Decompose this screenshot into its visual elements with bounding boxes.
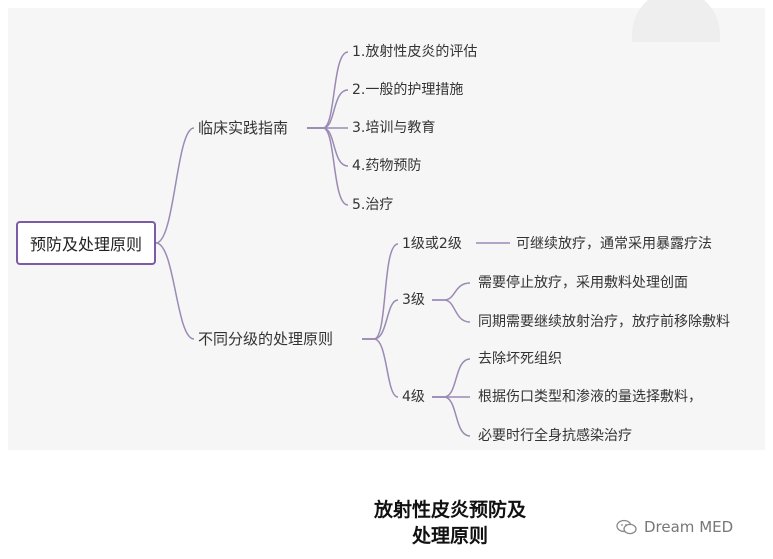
guideline-item[interactable]: 1.放射性皮炎的评估 <box>352 44 478 60</box>
grade-note[interactable]: 必要时行全身抗感染治疗 <box>478 428 632 444</box>
connector-g3-n2 <box>432 299 471 323</box>
grade-node[interactable]: 1级或2级 <box>402 236 462 252</box>
connector-b1-c1 <box>307 51 349 129</box>
watermark-text: Dream MED <box>644 518 734 536</box>
connector-b1-c5 <box>307 127 349 206</box>
guideline-item[interactable]: 2.一般的护理措施 <box>352 82 464 98</box>
connector-g4-n3 <box>432 396 471 437</box>
watermark: Dream MED <box>616 518 733 536</box>
connector-g4-n1 <box>432 358 471 398</box>
guideline-item[interactable]: 5.治疗 <box>352 197 394 213</box>
connector-b2-g1 <box>362 243 399 340</box>
connector-root-branch2 <box>155 242 195 340</box>
root-node-label: 预防及处理原则 <box>29 235 142 254</box>
grade-node[interactable]: 3级 <box>402 292 425 308</box>
connector-root-branch1 <box>155 127 195 244</box>
caption-line: 处理原则 <box>411 525 488 547</box>
corner-shape <box>632 0 720 42</box>
grade-note[interactable]: 根据伤口类型和渗液的量选择敷料， <box>478 389 702 405</box>
grade-note[interactable]: 同期需要继续放射治疗，放疗前移除敷料 <box>478 314 730 330</box>
guideline-item[interactable]: 3.培训与教育 <box>352 120 436 136</box>
connector-b2-g2 <box>362 299 399 340</box>
connector-b2-g3 <box>362 338 399 398</box>
guideline-item[interactable]: 4.药物预防 <box>352 158 422 174</box>
branch-clinical-guidelines[interactable]: 临床实践指南 <box>198 119 289 137</box>
grade-note[interactable]: 需要停止放疗，采用敷料处理创面 <box>478 275 688 291</box>
grade-note[interactable]: 去除坏死组织 <box>478 351 562 367</box>
grade-note[interactable]: 可继续放疗，通常采用暴露疗法 <box>516 236 712 252</box>
branch-grade-principles[interactable]: 不同分级的处理原则 <box>198 330 334 348</box>
root-node[interactable]: 预防及处理原则 <box>16 221 156 265</box>
page-caption: 放射性皮炎预防及 处理原则 <box>300 497 600 549</box>
caption-line: 放射性皮炎预防及 <box>373 499 526 521</box>
grade-node[interactable]: 4级 <box>402 389 425 405</box>
wechat-icon <box>616 519 637 535</box>
connector-g3-n1 <box>432 282 471 301</box>
